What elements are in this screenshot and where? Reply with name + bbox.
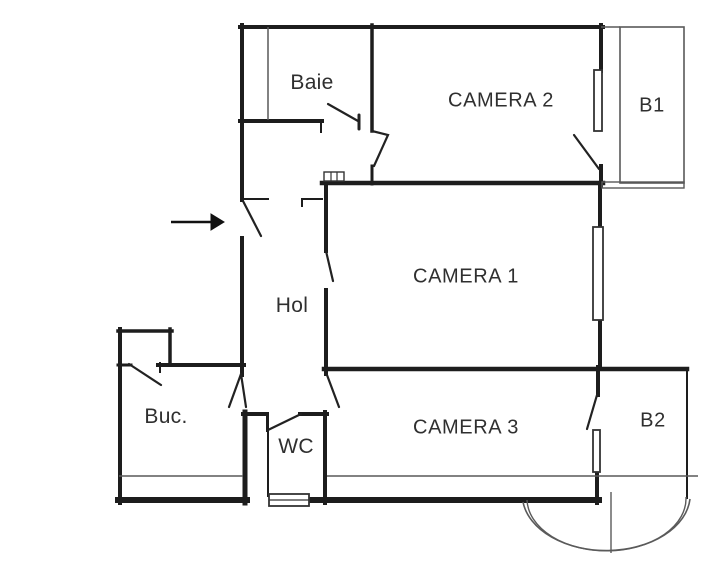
doors xyxy=(127,102,601,432)
vent-grill xyxy=(323,171,345,182)
room-label-camera3: CAMERA 3 xyxy=(413,416,519,439)
room-label-camera1: CAMERA 1 xyxy=(413,265,519,288)
balcony-b1-outline xyxy=(601,26,685,189)
room-label-hol: Hol xyxy=(275,294,309,317)
room-label-camera2: CAMERA 2 xyxy=(448,89,554,112)
window-camera2 xyxy=(593,69,603,132)
room-label-buc: Buc. xyxy=(144,405,188,428)
thin-lines xyxy=(119,27,698,477)
room-label-wc: WC xyxy=(278,435,314,458)
door-camera3-b2-leaf xyxy=(585,393,599,431)
door-camera2-leaf xyxy=(370,129,390,168)
entry-arrow-icon xyxy=(171,213,225,231)
window-wc xyxy=(268,493,310,507)
window-camera3 xyxy=(592,429,601,473)
door-entry-leaf xyxy=(241,199,263,238)
door-camera3-leaf xyxy=(325,373,341,409)
door-camera1-leaf xyxy=(324,249,335,283)
windows xyxy=(268,69,604,507)
room-label-b2: B2 xyxy=(640,409,666,432)
door-buc-leaf xyxy=(127,362,163,387)
window-camera1 xyxy=(592,226,604,321)
room-label-baie: Baie xyxy=(290,71,334,94)
door-wc-leaf xyxy=(266,412,303,432)
room-label-b1: B1 xyxy=(639,94,665,117)
balcony-b2-arc xyxy=(522,492,691,553)
door-buc-hol-leaf xyxy=(227,372,243,409)
door-camera2-b1-leaf xyxy=(572,133,601,171)
door-baie-leaf xyxy=(326,102,360,123)
door-buc-hol-leaf2 xyxy=(239,372,248,409)
